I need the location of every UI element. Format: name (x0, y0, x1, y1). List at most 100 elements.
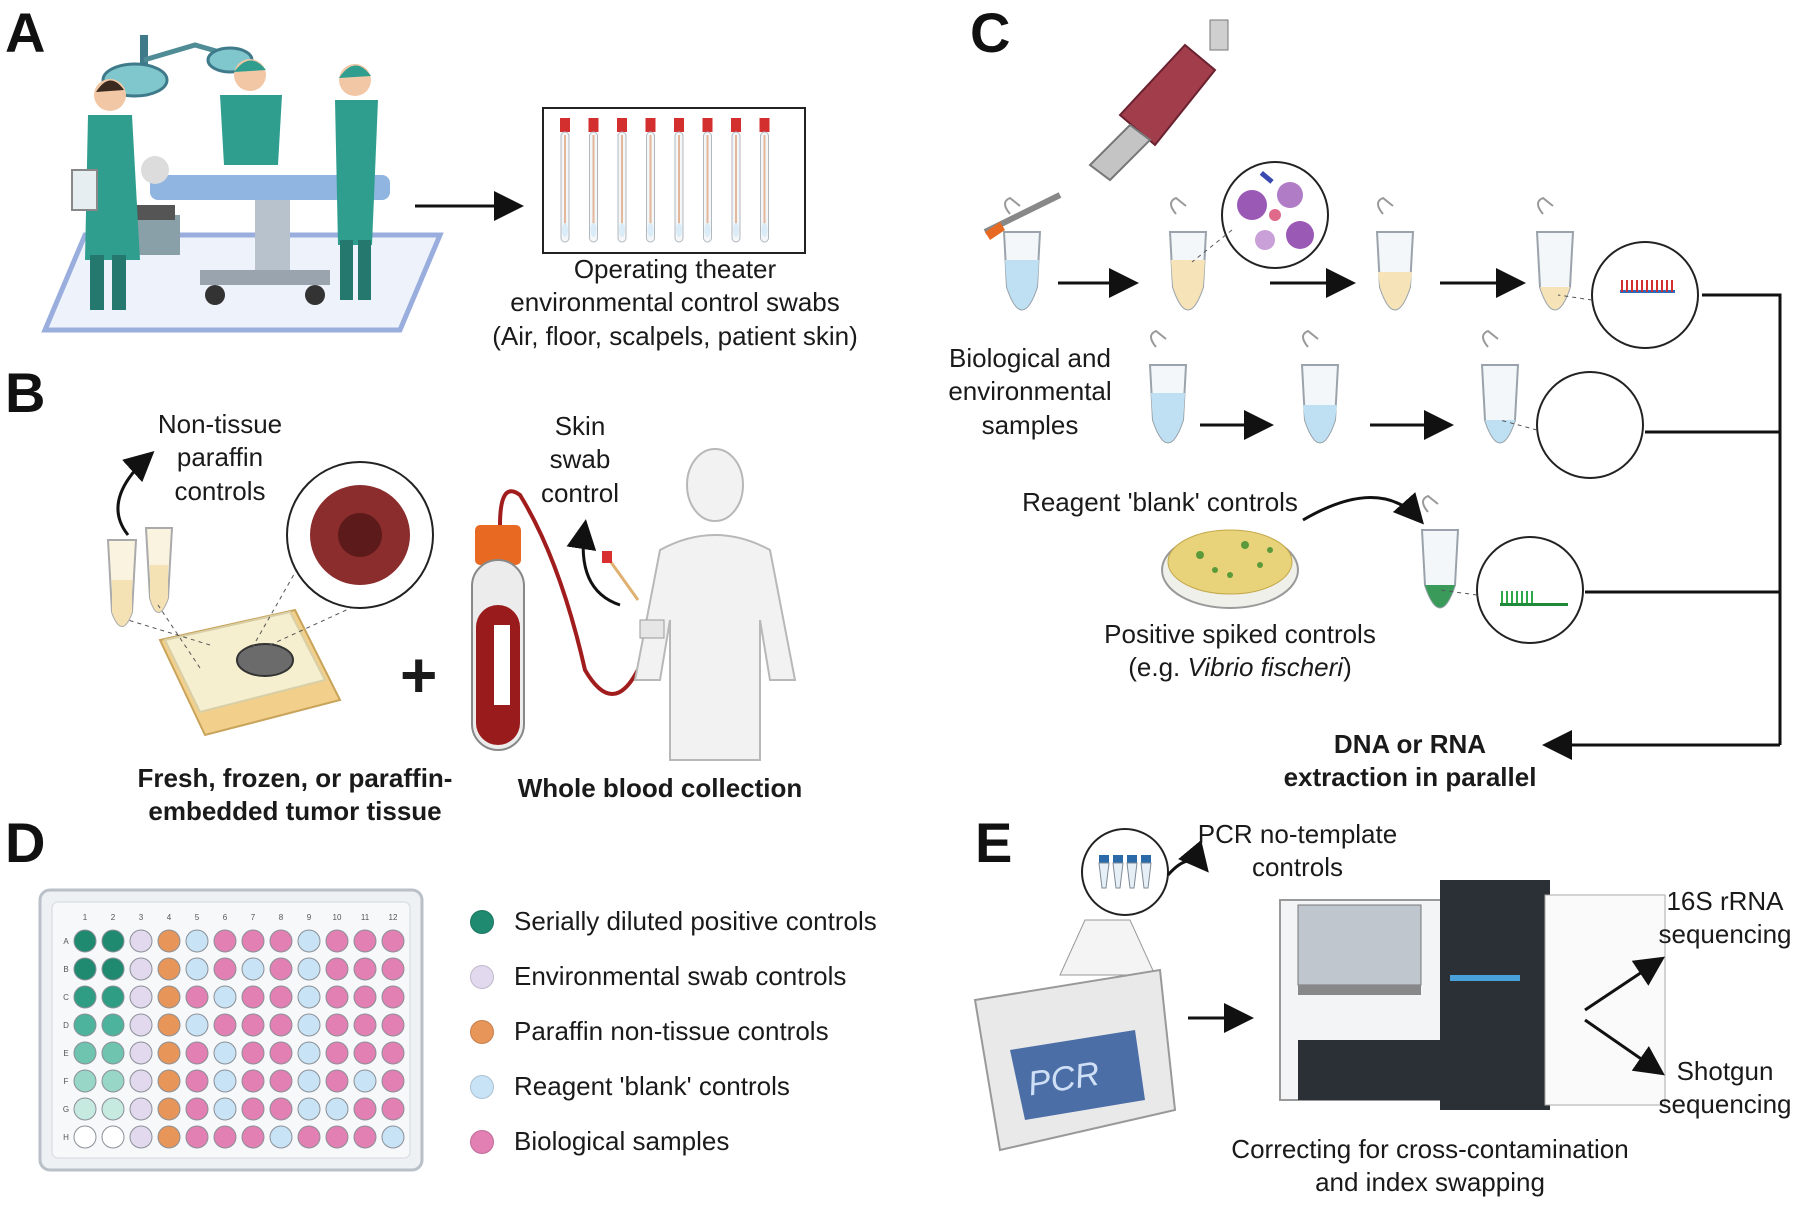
plate-col-label: 3 (139, 913, 144, 922)
skin-swab-line: Skin (554, 411, 606, 441)
plate-well (241, 1097, 265, 1121)
plate-col-label: 6 (223, 913, 228, 922)
extraction-line: DNA or RNA (1333, 729, 1487, 759)
petri-dish (1161, 529, 1299, 609)
plate-well (73, 929, 97, 953)
plate-row-label: H (63, 1133, 69, 1142)
plate-well (325, 957, 349, 981)
legend-item: Serially diluted positive controls (470, 906, 877, 937)
plate-well (157, 957, 181, 981)
plate-well (241, 957, 265, 981)
arrow-16s (1584, 956, 1665, 1012)
tube-spin (1375, 196, 1415, 311)
plate-well (73, 957, 97, 981)
plate-well (213, 1125, 237, 1149)
panel-label-d: D (5, 811, 46, 874)
patient-outline (633, 448, 797, 761)
plus-sign: + (400, 639, 438, 711)
plate-well (213, 985, 237, 1009)
plate-col-label: 7 (251, 913, 256, 922)
plate-well (101, 1041, 125, 1065)
plate-well (353, 1097, 377, 1121)
plate-well (73, 1041, 97, 1065)
plate-well (353, 957, 377, 981)
plate-well (241, 1041, 265, 1065)
pcr-tube (1140, 862, 1152, 889)
tube-blank-3 (1480, 329, 1520, 444)
tube-lid (1170, 196, 1187, 215)
plate-well (241, 1069, 265, 1093)
pcr-ntc-line: controls (1251, 852, 1344, 883)
plate-well (185, 1041, 209, 1065)
arrow-shotgun (1584, 1018, 1665, 1076)
tumor-tissue-block (127, 461, 434, 737)
arrow-petri (1302, 492, 1424, 525)
plate-well (297, 1013, 321, 1037)
legend-swatch (470, 909, 494, 934)
legend-item: Biological samples (470, 1126, 729, 1157)
legend-swatch (470, 1074, 494, 1099)
plate-well (269, 1125, 293, 1149)
plate-col-label: 11 (361, 913, 370, 922)
seq-16s-line: sequencing (1658, 919, 1792, 950)
plate-well (241, 985, 265, 1009)
tube-lid (1004, 196, 1021, 215)
plate-row-label: B (63, 965, 68, 974)
plate-well (269, 1041, 293, 1065)
skin-swab-line: control (540, 477, 620, 508)
plate-well (381, 1069, 405, 1093)
tube-lid (1422, 494, 1439, 513)
swab-caption-line: (Air, floor, scalpels, patient skin) (492, 320, 858, 351)
swab-tube-rack (542, 107, 806, 254)
shotgun-line: Shotgun (1676, 1056, 1774, 1086)
paraffin-tubes-illustration (106, 527, 174, 627)
plate-well (297, 929, 321, 953)
plate-well (185, 929, 209, 953)
plate-well (213, 1041, 237, 1065)
tissue-caption-line: embedded tumor tissue (148, 796, 442, 827)
panel-label-c: C (970, 1, 1011, 64)
plate-well (353, 985, 377, 1009)
swab-tube-cap (645, 118, 656, 132)
plate-well (73, 985, 97, 1009)
swab-tube-cap (759, 118, 770, 132)
tube-liquid (1151, 393, 1185, 443)
legend-item: Paraffin non-tissue controls (470, 1016, 829, 1047)
pcr-machine (973, 828, 1209, 1152)
plate-col-label: 4 (167, 913, 172, 922)
plate-well (269, 1097, 293, 1121)
legend-label: Reagent 'blank' controls (514, 1071, 790, 1101)
plate-well (213, 929, 237, 953)
pcr-tube-cap (1127, 855, 1137, 863)
extraction-label: DNA or RNA extraction in parallel (1260, 728, 1560, 795)
tube-liquid (1171, 260, 1205, 310)
positive-example-prefix: (e.g. (1128, 652, 1188, 683)
plate-well (101, 1097, 125, 1121)
swab-tube-cap (560, 118, 570, 132)
plate-well (101, 1013, 125, 1037)
plate-well (157, 1041, 181, 1065)
panel-label-e: E (975, 811, 1013, 874)
swab-tip (704, 223, 711, 237)
plate-well (297, 985, 321, 1009)
plate-well (157, 985, 181, 1009)
tissue-caption-line: Fresh, frozen, or paraffin- (137, 763, 453, 793)
plate-col-label: 5 (195, 913, 200, 922)
plate-well (101, 957, 125, 981)
tube-lid (1537, 196, 1554, 215)
plate-well (353, 1041, 377, 1065)
legend-swatch (470, 964, 494, 989)
plate-well (381, 1125, 405, 1149)
swab-tube-cap (674, 118, 684, 132)
plate-well (157, 929, 181, 953)
seq-16s-line: 16S rRNA (1666, 886, 1784, 916)
dna-magnifier-3 (1439, 536, 1584, 644)
tube-lysed (1168, 196, 1208, 311)
swab-tip (619, 223, 625, 237)
swab-tip (562, 223, 568, 237)
plate-well (213, 1069, 237, 1093)
plate-col-label: 2 (111, 913, 116, 922)
plate-col-label: 12 (389, 913, 398, 922)
plate-well (325, 1013, 349, 1037)
